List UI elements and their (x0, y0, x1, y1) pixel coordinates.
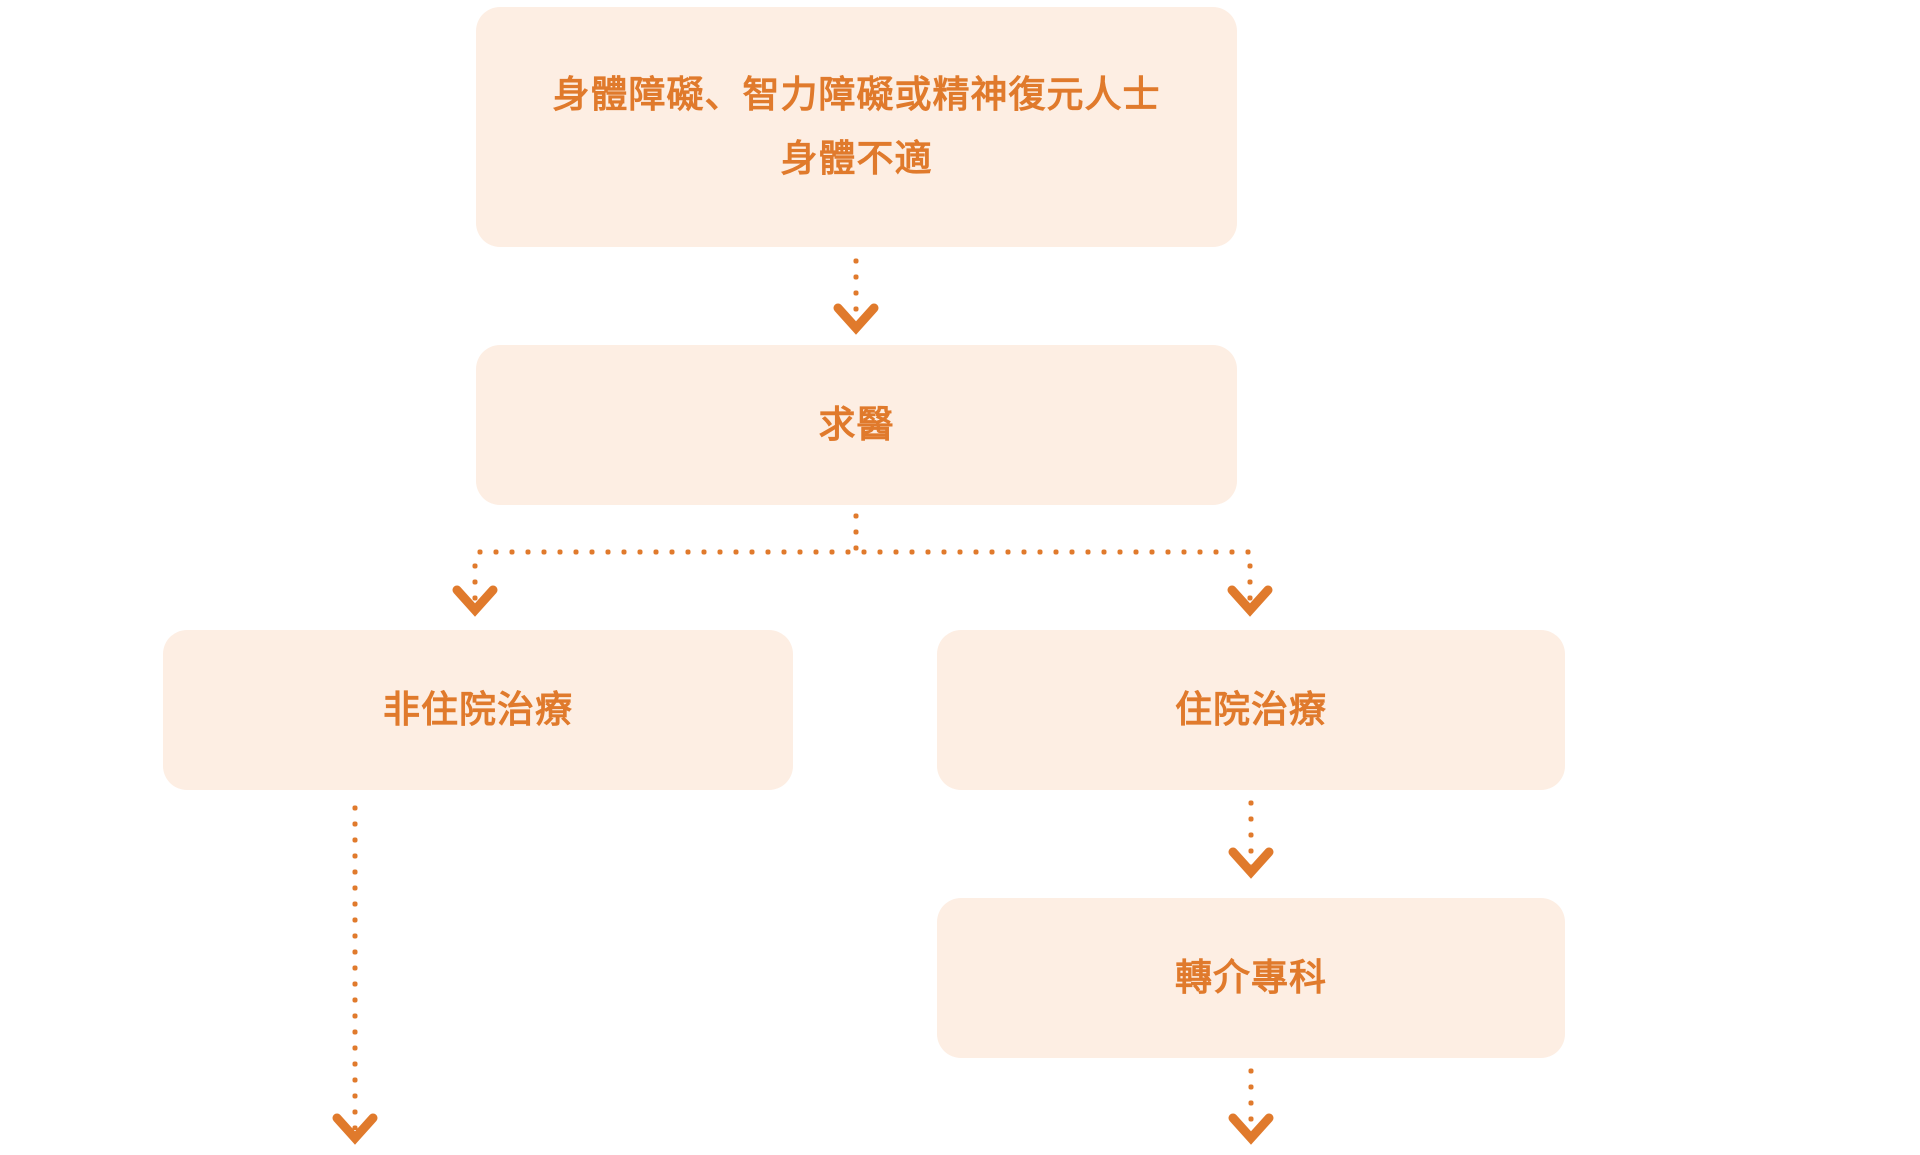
arrow-down-icon (1228, 1113, 1274, 1145)
dotted-connector-condition-seek (853, 253, 859, 321)
node-outpatient-label: 非住院治療 (383, 688, 573, 731)
dotted-connector-outpatient-down (352, 800, 358, 1130)
arrow-down-icon (1228, 847, 1274, 879)
node-referral: 轉介專科 (937, 898, 1565, 1058)
node-inpatient-label: 住院治療 (1175, 688, 1327, 731)
node-condition-line2: 身體不適 (780, 137, 933, 180)
arrow-down-icon (833, 303, 879, 335)
node-referral-label: 轉介專科 (1175, 956, 1327, 999)
node-condition-label: 身體障礙、智力障礙或精神復元人士 身體不適 (553, 63, 1161, 191)
arrow-down-icon (332, 1113, 378, 1145)
dotted-connector-branch-stub (853, 508, 859, 552)
arrow-down-icon (452, 585, 498, 617)
node-seek-medical: 求醫 (476, 345, 1237, 505)
dotted-connector-referral-down (1248, 1063, 1254, 1131)
node-condition-line1: 身體障礙、智力障礙或精神復元人士 (552, 73, 1161, 116)
node-outpatient: 非住院治療 (163, 630, 793, 790)
dotted-connector-branch-right (1247, 558, 1253, 606)
dotted-connector-inpatient-referral (1248, 795, 1254, 865)
node-condition: 身體障礙、智力障礙或精神復元人士 身體不適 (476, 7, 1237, 247)
dotted-connector-branch-left (472, 558, 478, 606)
dotted-connector-branch-rail (472, 549, 1254, 555)
arrow-down-icon (1227, 585, 1273, 617)
node-seek-medical-label: 求醫 (818, 403, 895, 446)
node-inpatient: 住院治療 (937, 630, 1565, 790)
